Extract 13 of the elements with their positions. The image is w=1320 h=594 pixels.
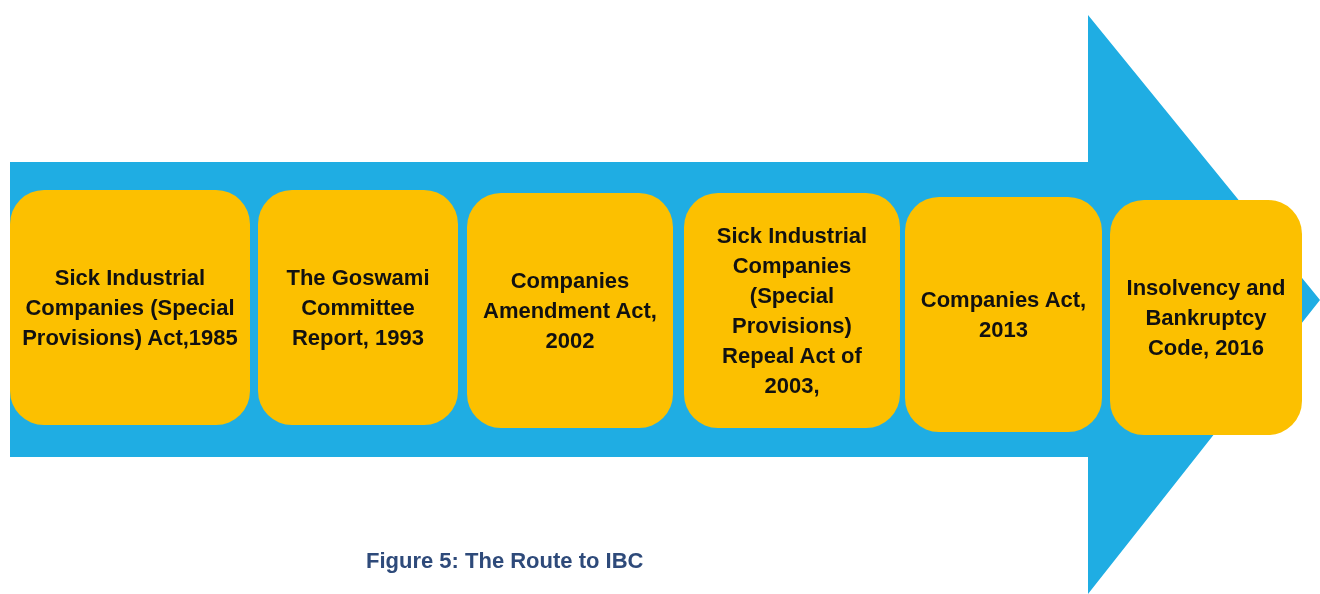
event-box <box>10 190 250 425</box>
event-text: Companies Amendment Act, 2002 <box>482 266 658 355</box>
figure-caption: Figure 5: The Route to IBC <box>366 547 644 575</box>
event-box <box>905 197 1102 432</box>
event-text: Sick Industrial Companies (Special Provisions) Repeal Act of 2003, <box>715 221 869 400</box>
event-text: The Goswami Committee Report, 1993 <box>285 263 431 352</box>
event-text: Insolvency and Bankruptcy Code, 2016 <box>1125 273 1287 362</box>
event-text: Sick Industrial Companies (Special Provisions) Act,1985 <box>22 263 238 352</box>
event-box <box>684 193 900 428</box>
event-box <box>1110 200 1302 435</box>
event-box <box>467 193 673 428</box>
event-text: Companies Act, 2013 <box>919 285 1088 344</box>
event-box <box>258 190 458 425</box>
